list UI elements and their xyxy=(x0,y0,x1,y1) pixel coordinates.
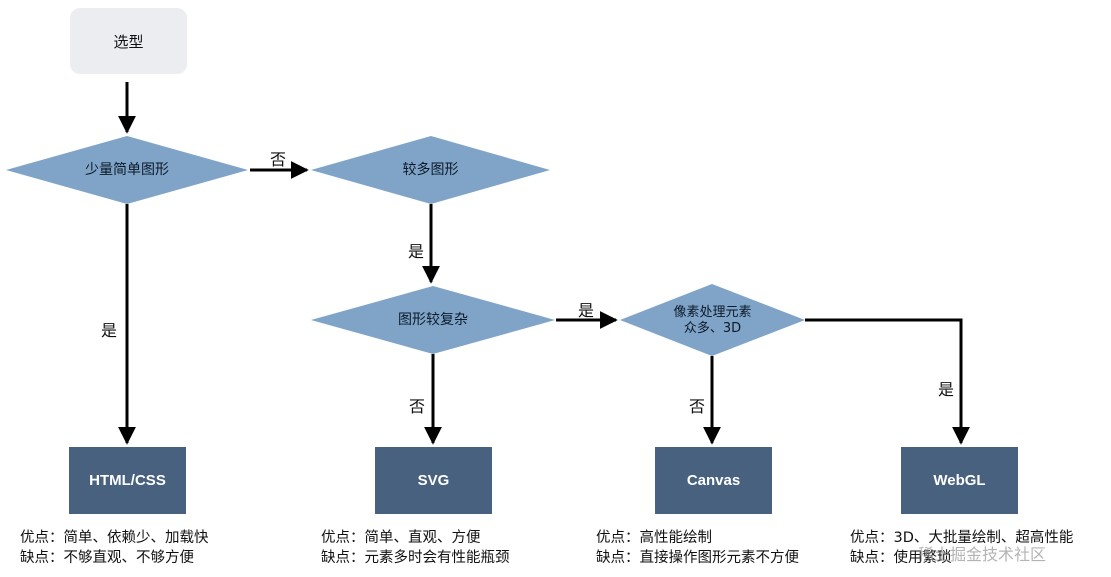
edge-label-d3-yes: 是 xyxy=(578,301,595,320)
decision-diamond-complex-shapes xyxy=(311,286,555,354)
result-label: SVG xyxy=(417,472,450,489)
note-webgl: 优点：3D、大批量绘制、超高性能 缺点：使用繁琐 xyxy=(850,528,1073,568)
cons-text: 缺点：使用繁琐 xyxy=(850,550,952,566)
pros-text: 优点：3D、大批量绘制、超高性能 xyxy=(850,530,1074,546)
result-label: WebGL xyxy=(933,472,986,489)
decision-text-line1: 像素处理元素 xyxy=(673,305,752,320)
decision-diamond-simple-shapes xyxy=(6,136,248,204)
edge-label-d2-yes: 是 xyxy=(408,242,425,261)
result-label: Canvas xyxy=(686,472,741,489)
decision-text-line2: 众多、3D xyxy=(683,321,742,336)
decision-label-many-shapes: 较多图形 xyxy=(311,160,550,180)
edge-label-d1-yes: 是 xyxy=(101,321,118,340)
note-canvas: 优点：高性能绘制 缺点：直接操作图形元素不方便 xyxy=(596,528,799,568)
decision-text: 图形较复杂 xyxy=(398,311,468,328)
decision-text: 较多图形 xyxy=(402,161,459,178)
decision-label-simple-shapes: 少量简单图形 xyxy=(6,160,248,180)
cons-text: 缺点：元素多时会有性能瓶颈 xyxy=(321,550,510,566)
edge-label-d1-no: 否 xyxy=(270,150,287,169)
start-label: 选型 xyxy=(113,32,144,51)
result-box-html-css: HTML/CSS xyxy=(69,447,186,514)
edge-label-d4-yes: 是 xyxy=(938,380,955,399)
decision-diamond-many-shapes xyxy=(311,136,550,204)
decision-diamond-pixel-3d xyxy=(620,284,805,356)
decision-label-pixel-3d: 像素处理元素 众多、3D xyxy=(620,304,805,338)
result-box-canvas: Canvas xyxy=(655,447,772,514)
edge-label-d3-no: 否 xyxy=(409,397,426,416)
result-box-svg: SVG xyxy=(375,447,492,514)
result-box-webgl: WebGL xyxy=(901,447,1018,514)
decision-text: 少量简单图形 xyxy=(85,161,169,178)
result-label: HTML/CSS xyxy=(89,472,166,489)
cons-text: 缺点：不够直观、不够方便 xyxy=(20,550,194,566)
note-html-css: 优点：简单、依赖少、加载快 缺点：不够直观、不够方便 xyxy=(20,528,209,568)
edge-label-d4-no: 否 xyxy=(689,397,706,416)
start-node: 选型 xyxy=(70,8,187,74)
cons-text: 缺点：直接操作图形元素不方便 xyxy=(596,550,799,566)
edge-d4-yes xyxy=(805,318,970,445)
decision-label-complex-shapes: 图形较复杂 xyxy=(311,310,555,330)
pros-text: 优点：高性能绘制 xyxy=(596,530,712,546)
watermark: 稀土掘金技术社区 xyxy=(918,545,1047,564)
note-svg: 优点：简单、直观、方便 缺点：元素多时会有性能瓶颈 xyxy=(321,528,510,568)
pros-text: 优点：简单、依赖少、加载快 xyxy=(20,530,209,546)
pros-text: 优点：简单、直观、方便 xyxy=(321,530,481,546)
